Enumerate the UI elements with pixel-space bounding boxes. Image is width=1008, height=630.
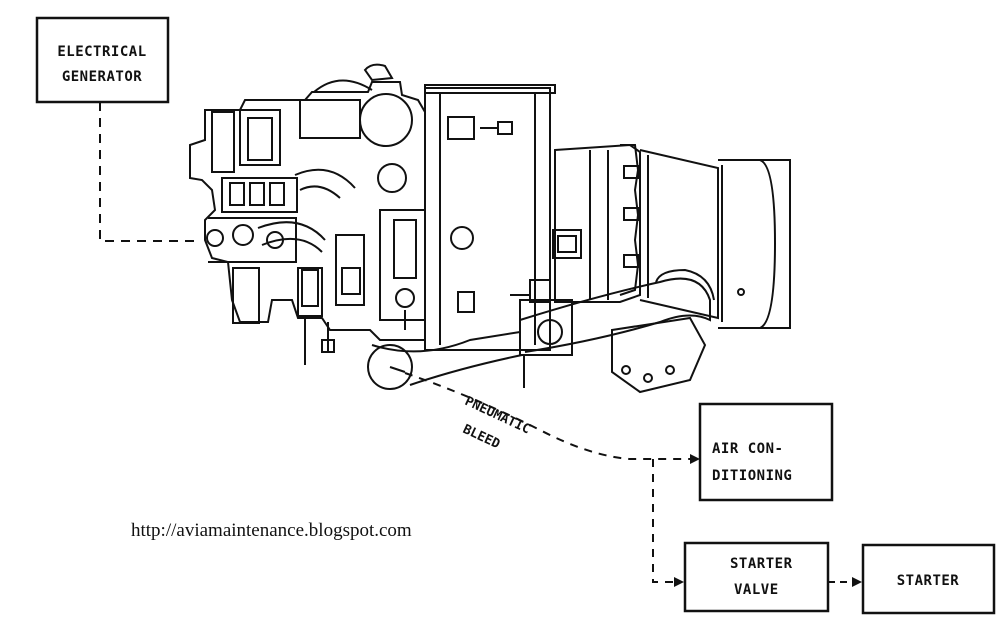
arrow-to-starter-valve [674,577,684,587]
electrical-generator-box: ELECTRICAL GENERATOR [35,16,170,104]
apu-engine-illustration [189,63,791,394]
generator-label-line1: ELECTRICAL [57,44,146,60]
air-conditioning-label-line1: AIR CON- [712,441,783,457]
arrow-to-starter [852,577,862,587]
bleed-label-line2: BLEED [460,422,502,452]
generator-drive-link [99,102,200,242]
starter-box: STARTER [861,543,996,615]
generator-label-line2: GENERATOR [62,69,142,85]
arrow-to-air-conditioning [690,454,700,464]
air-conditioning-box: AIR CON- DITIONING [698,402,834,502]
air-conditioning-label-line2: DITIONING [712,468,792,484]
starter-label: STARTER [897,573,960,589]
watermark-url: http://aviamaintenance.blogspot.com [131,520,412,541]
starter-valve-branch-line [652,459,680,583]
starter-valve-box: STARTER VALVE [683,541,830,613]
pneumatic-bleed-line [404,372,690,460]
starter-valve-label-line2: VALVE [734,582,779,598]
starter-valve-label-line1: STARTER [730,556,793,572]
